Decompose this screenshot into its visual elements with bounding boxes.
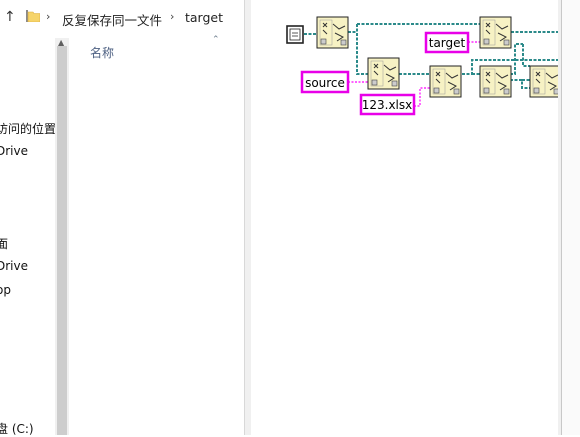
sort-ascending-icon: ⌃	[212, 35, 220, 45]
nav-item-c-drive[interactable]: 盘 (C:)	[0, 422, 34, 436]
target-constant-label: target	[429, 36, 466, 50]
scrollbar-thumb[interactable]	[57, 46, 67, 435]
file-list: ⌃ 名称	[72, 34, 245, 435]
folder-icon	[26, 10, 40, 22]
navigation-pane: 访问的位置 Drive 面 Drive op 盘 (C:)	[0, 34, 72, 436]
nav-item-app[interactable]: op	[0, 283, 11, 297]
filename-constant[interactable]: 123.xlsx	[359, 93, 416, 116]
target-constant[interactable]: target	[424, 31, 470, 54]
build-path-node-icon[interactable]	[479, 65, 512, 98]
breadcrumb-item-folder[interactable]: 反复保存同一文件	[62, 13, 163, 28]
strip-path-node-icon[interactable]	[429, 65, 462, 98]
nav-scrollbar[interactable]: ▲	[55, 38, 69, 435]
wire-path[interactable]	[462, 59, 558, 75]
build-path-node-icon[interactable]	[367, 57, 400, 90]
window-gap	[245, 0, 251, 435]
source-constant-label: source	[305, 76, 345, 90]
adjacent-panel	[562, 0, 580, 435]
breadcrumb-separator: ›	[170, 10, 175, 23]
source-constant[interactable]: source	[300, 70, 350, 94]
nav-item-desktop[interactable]: 面	[0, 237, 9, 251]
window-border	[561, 0, 562, 435]
file-path-constant-icon	[289, 28, 301, 41]
build-path-node-icon[interactable]	[529, 65, 558, 98]
file-explorer-window: ↑ › 反复保存同一文件 › target 访问的位置 Drive 面 Driv…	[0, 0, 245, 436]
column-header-name[interactable]: 名称	[90, 46, 115, 60]
build-path-node-icon[interactable]	[316, 16, 349, 49]
scroll-up-arrow-icon[interactable]: ▲	[58, 38, 65, 47]
block-diagram-canvas: source target 123.xlsx	[286, 16, 558, 116]
nav-item-onedrive-2[interactable]: Drive	[0, 259, 28, 273]
path-wires[interactable]	[304, 23, 558, 89]
address-bar[interactable]: ↑ › 反复保存同一文件 › target	[0, 0, 245, 34]
block-diagram: source target 123.xlsx	[251, 0, 558, 435]
filename-constant-label: 123.xlsx	[362, 98, 413, 112]
file-path-constant[interactable]	[286, 25, 304, 44]
build-path-node-icon[interactable]	[479, 16, 512, 49]
window-divider	[244, 0, 245, 435]
wire-string[interactable]	[414, 87, 430, 107]
wire-path[interactable]	[510, 43, 523, 75]
wire-path[interactable]	[356, 24, 368, 75]
nav-item-onedrive[interactable]: Drive	[0, 144, 28, 158]
string-wires[interactable]	[348, 41, 480, 107]
up-arrow-icon[interactable]: ↑	[4, 9, 16, 25]
breadcrumb-separator: ›	[46, 10, 51, 23]
wire-path[interactable]	[522, 44, 530, 67]
breadcrumb-item-target[interactable]: target	[185, 10, 224, 25]
nav-item-recent-places[interactable]: 访问的位置	[0, 122, 57, 136]
